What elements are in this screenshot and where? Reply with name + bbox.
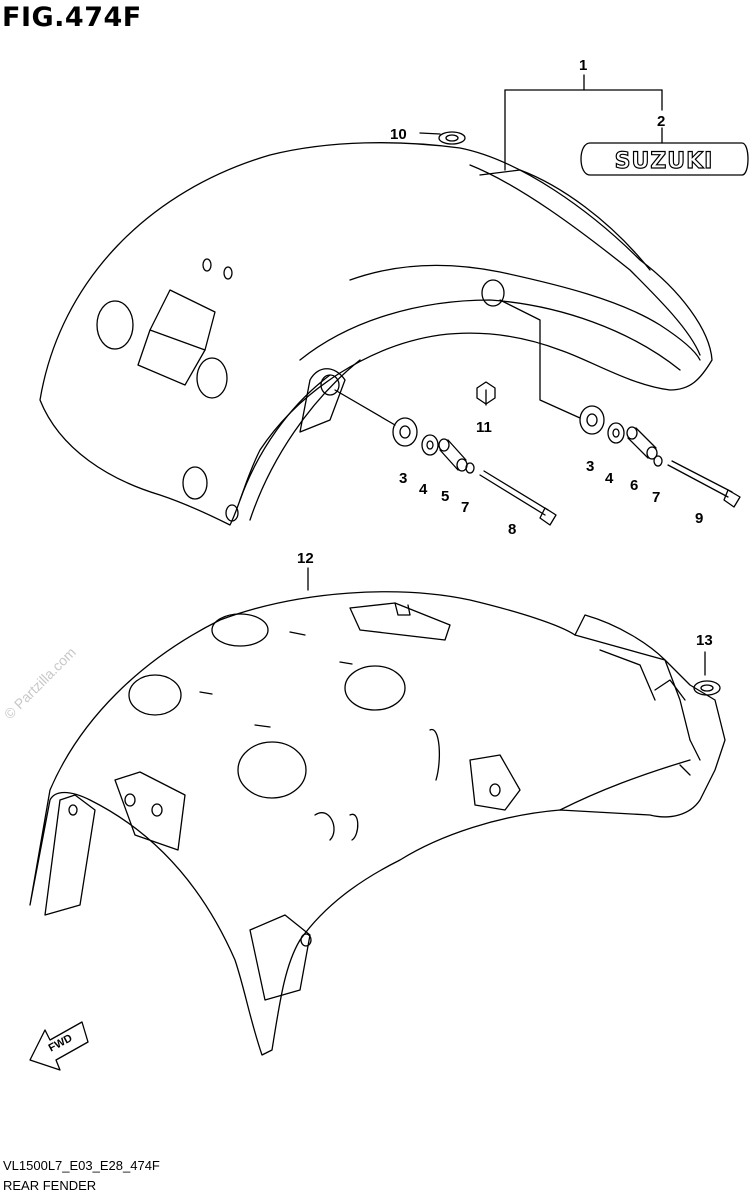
callout-3-left: 3	[399, 470, 407, 487]
callout-7-right: 7	[652, 489, 660, 506]
callout-4-left: 4	[419, 481, 428, 498]
lower-fender	[29, 591, 726, 1056]
hardware-right	[476, 381, 741, 508]
upper-fender	[39, 131, 713, 526]
watermarks: © Partzilla.com	[1, 644, 79, 722]
suzuki-emblem	[580, 142, 749, 176]
callout-3-right: 3	[586, 458, 594, 475]
callout-8: 8	[508, 521, 516, 538]
callout-1: 1	[579, 57, 587, 74]
callout-11: 11	[476, 419, 492, 436]
callout-4-right: 4	[605, 470, 614, 487]
figure-title: FIG.474F	[2, 2, 142, 33]
figure-code: VL1500L7_E03_E28_474F	[3, 1158, 160, 1173]
callout-13: 13	[696, 632, 713, 649]
callout-labels: 1 2 3 4 5 7 8 10 11 3 4 6 7 9 12 13	[297, 57, 713, 649]
callout-5: 5	[441, 488, 449, 505]
callout-10: 10	[390, 126, 407, 143]
callout-7-left: 7	[461, 499, 469, 516]
callout-6: 6	[630, 477, 638, 494]
figure-name: REAR FENDER	[3, 1178, 97, 1193]
callout-2: 2	[657, 113, 665, 130]
watermark: © Partzilla.com	[1, 644, 79, 722]
callout-9: 9	[695, 510, 703, 527]
hardware-left	[392, 417, 557, 526]
leader-lines	[307, 74, 706, 676]
fwd-arrow	[29, 1021, 89, 1071]
callout-12: 12	[297, 550, 314, 567]
suzuki-logo-text: SUZUKI	[615, 149, 714, 174]
